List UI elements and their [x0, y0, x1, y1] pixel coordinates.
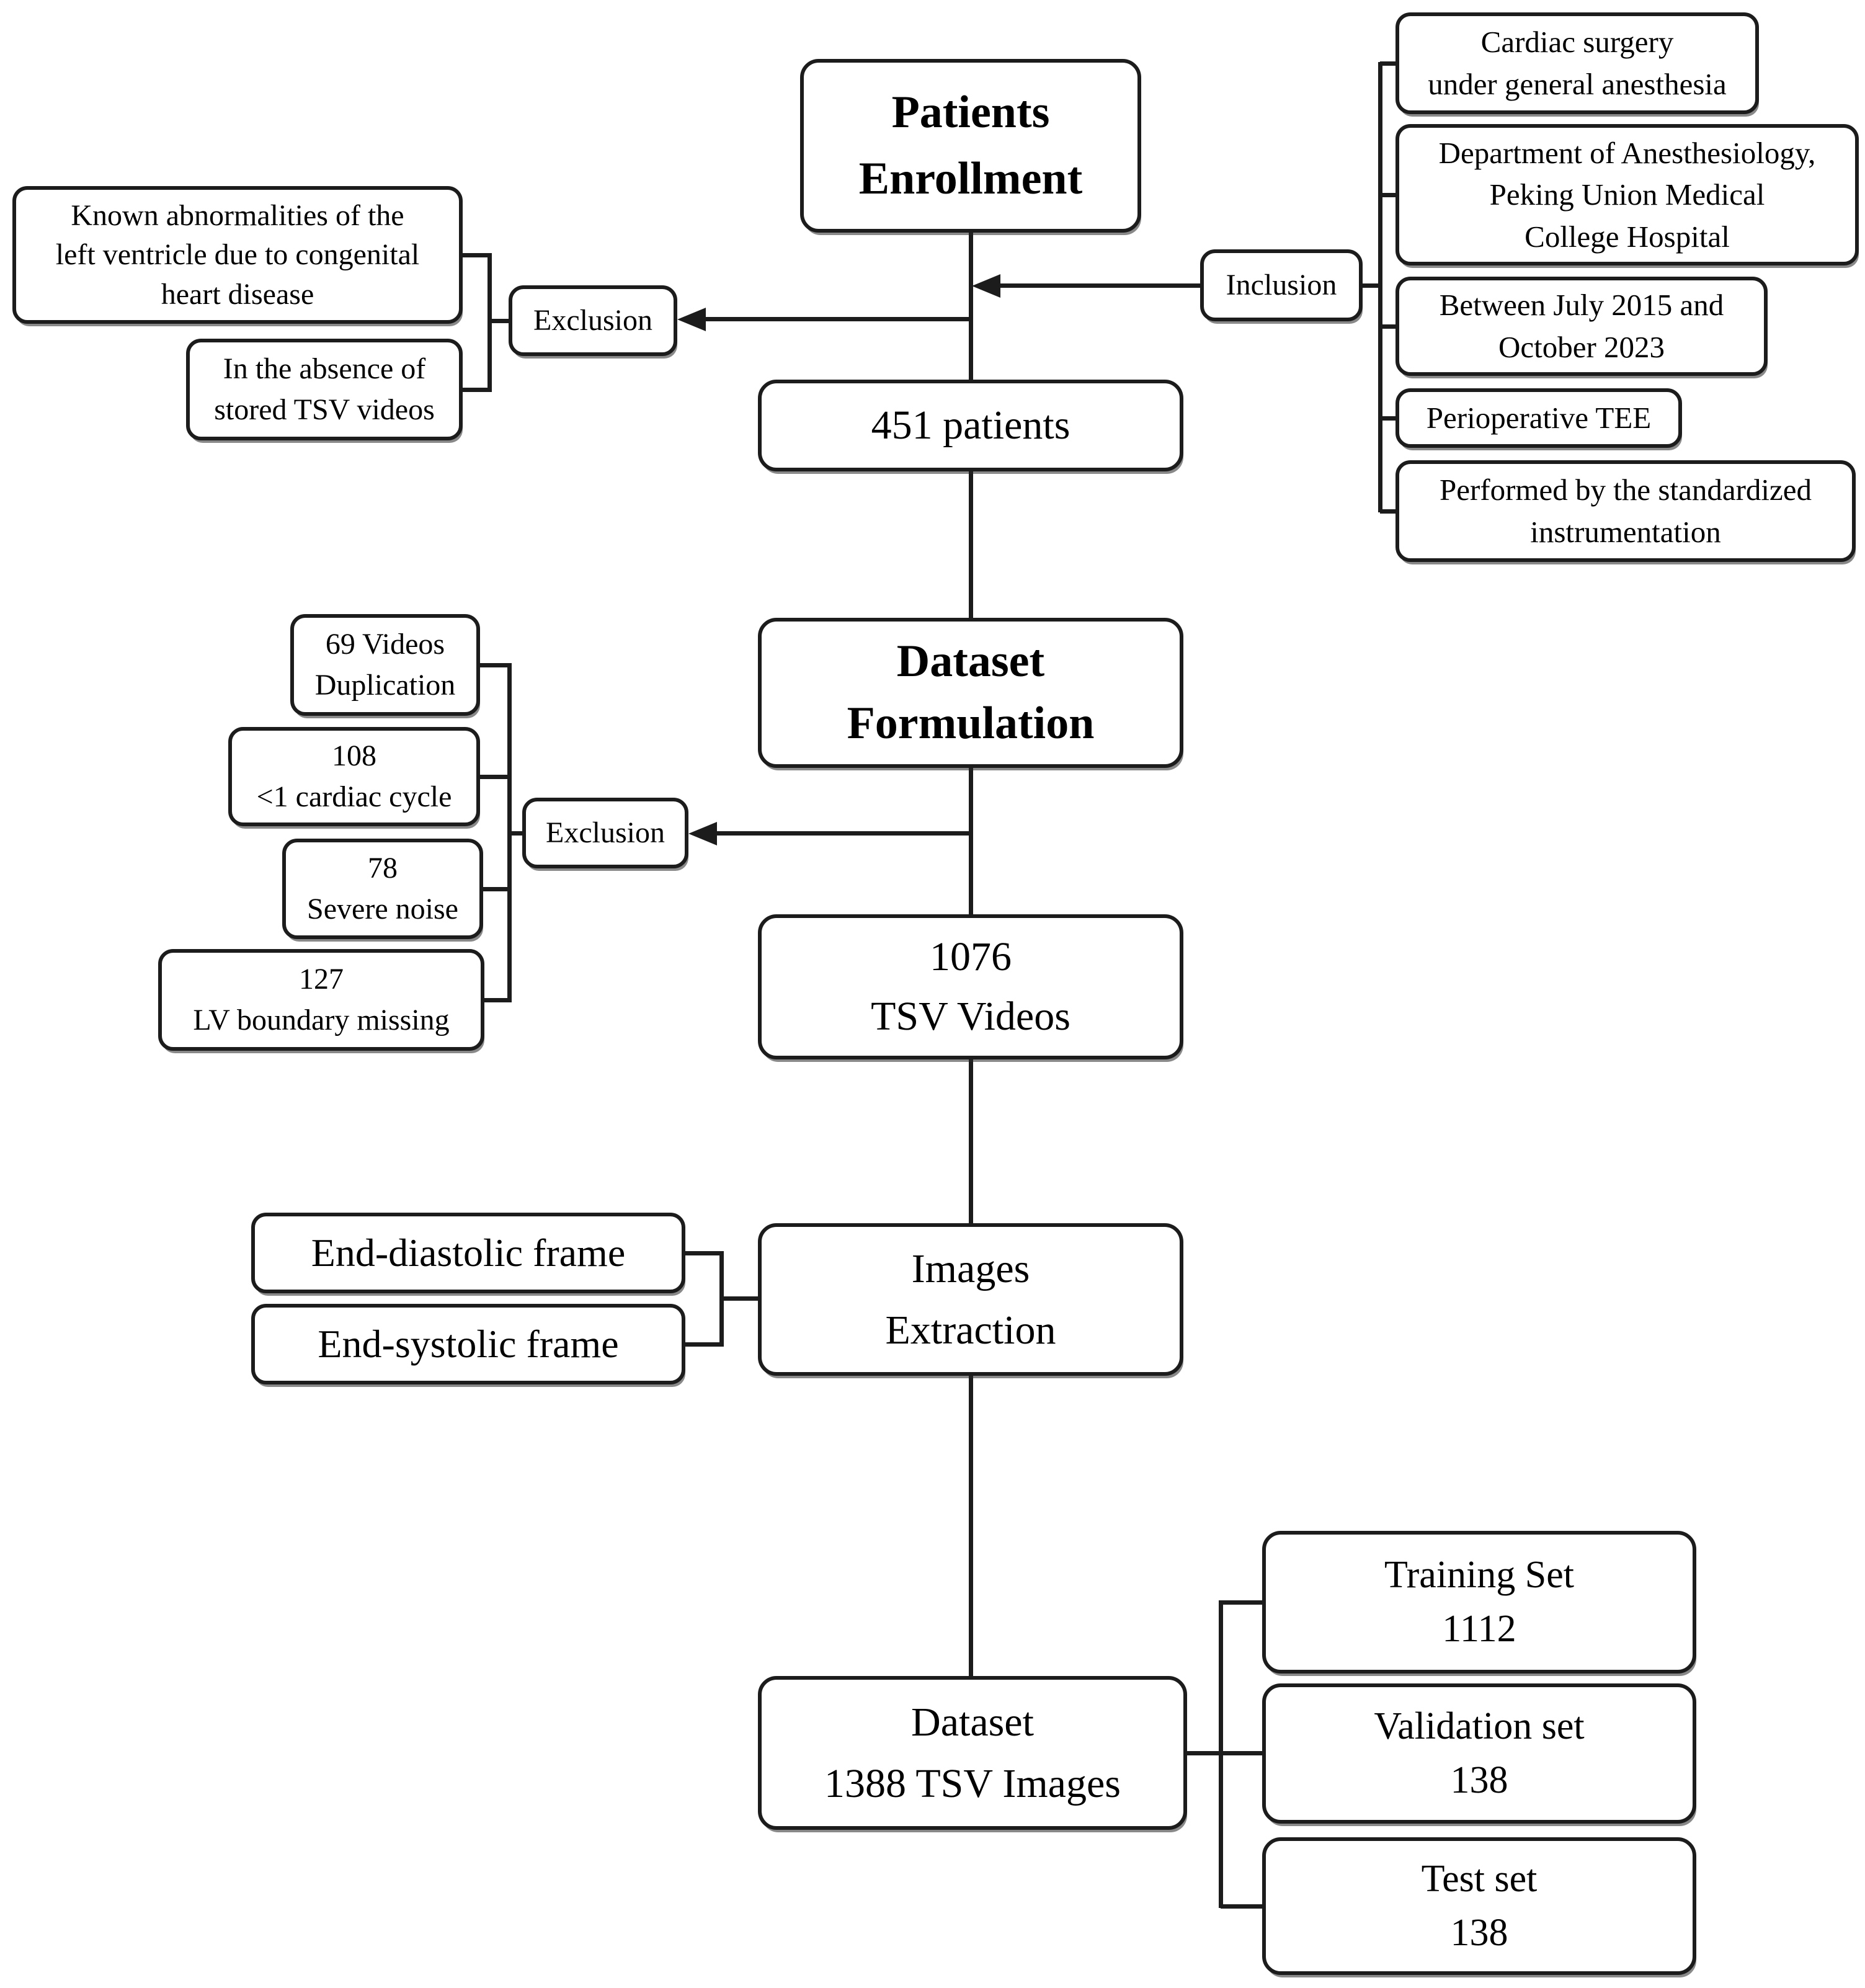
tsv-videos-label: 1076 TSV Videos	[871, 934, 1070, 1039]
splits-stub-3	[1221, 1904, 1263, 1909]
flow-line-segment-5	[969, 1375, 973, 1677]
inclusion-criterion-box-2: Department of Anesthesiology, Peking Uni…	[1395, 124, 1859, 265]
inclusion-stub-2	[1380, 193, 1399, 197]
splits-stub-1	[1221, 1600, 1263, 1605]
patients-enrollment-label: Patients Enrollment	[858, 86, 1083, 204]
dataset-to-splits-stub	[1186, 1751, 1222, 1755]
inclusion-criterion-box-5: Performed by the standardized instrument…	[1395, 460, 1856, 562]
exclusion-videos-stub-2	[479, 775, 511, 779]
flow-line-segment-1	[969, 231, 973, 381]
split-label-test: Test set 138	[1421, 1858, 1538, 1954]
exclusion-videos-criterion-label-2: 108 <1 cardiac cycle	[256, 739, 452, 813]
dataset-images-box: Dataset 1388 TSV Images	[758, 1676, 1187, 1830]
inclusion-criterion-label-2: Department of Anesthesiology, Peking Uni…	[1438, 135, 1816, 254]
inclusion-bracket-line	[1378, 62, 1382, 512]
inclusion-criterion-box-1: Cardiac surgery under general anesthesia	[1395, 12, 1759, 114]
frames-stub-2	[684, 1342, 723, 1347]
inclusion-criterion-label-3: Between July 2015 and October 2023	[1439, 288, 1724, 364]
inclusion-criterion-box-4: Perioperative TEE	[1395, 388, 1682, 448]
inclusion-stub-1	[1380, 61, 1399, 66]
exclusion-videos-criterion-label-1: 69 Videos Duplication	[314, 627, 456, 702]
exclusion-videos-arrowhead-icon	[688, 822, 717, 845]
split-box-test: Test set 138	[1262, 1837, 1696, 1975]
exclusion-patients-stub-2	[461, 388, 491, 392]
exclusion-patients-label: Exclusion	[533, 303, 652, 337]
frames-stub-1	[684, 1251, 723, 1255]
exclusion-videos-stub-3	[482, 887, 511, 891]
exclusion-patients-criterion-box-1: Known abnormalities of the left ventricl…	[12, 186, 463, 324]
exclusion-patients-label-box: Exclusion	[509, 285, 677, 356]
images-extraction-box: Images Extraction	[758, 1223, 1183, 1376]
exclusion-videos-stub-4	[483, 998, 511, 1002]
exclusion-videos-stub-1	[479, 663, 511, 667]
exclusion-videos-criterion-label-4: 127 LV boundary missing	[193, 962, 450, 1036]
split-box-validation: Validation set 138	[1262, 1683, 1696, 1824]
tsv-videos-box: 1076 TSV Videos	[758, 914, 1183, 1059]
exclusion-videos-criterion-box-2: 108 <1 cardiac cycle	[228, 727, 480, 826]
inclusion-arrowhead-icon	[972, 274, 1000, 298]
inclusion-to-bracket-stub	[1361, 283, 1380, 288]
split-label-training: Training Set 1112	[1384, 1554, 1575, 1650]
exclusion-videos-label: Exclusion	[546, 816, 665, 849]
patients-enrollment-box: Patients Enrollment	[800, 59, 1141, 233]
exclusion-videos-criterion-box-3: 78 Severe noise	[282, 839, 483, 939]
images-extraction-label: Images Extraction	[885, 1246, 1056, 1353]
inclusion-criterion-label-1: Cardiac surgery under general anesthesia	[1428, 25, 1727, 101]
inclusion-criterion-label-5: Performed by the standardized instrument…	[1439, 473, 1812, 549]
inclusion-criterion-box-3: Between July 2015 and October 2023	[1395, 277, 1768, 376]
frame-box-2: End-systolic frame	[251, 1304, 685, 1384]
inclusion-stub-5	[1380, 509, 1399, 514]
inclusion-label-box: Inclusion	[1200, 249, 1363, 321]
flow-line-segment-3	[969, 767, 973, 916]
dataset-formulation-label: Dataset Formulation	[847, 636, 1095, 749]
splits-stub-2	[1221, 1751, 1263, 1755]
patients-count-label: 451 patients	[871, 403, 1070, 448]
frame-box-1: End-diastolic frame	[251, 1213, 685, 1293]
exclusion-patients-criterion-box-2: In the absence of stored TSV videos	[186, 339, 463, 440]
exclusion-patients-arrow-line	[702, 317, 970, 321]
frame-label-2: End-systolic frame	[318, 1321, 619, 1366]
exclusion-patients-bracket-stub	[487, 319, 510, 323]
patients-count-box: 451 patients	[758, 380, 1183, 471]
dataset-formulation-box: Dataset Formulation	[758, 618, 1183, 768]
exclusion-videos-criterion-label-3: 78 Severe noise	[307, 851, 458, 925]
inclusion-stub-4	[1380, 416, 1399, 421]
frames-bracket-stub	[719, 1296, 759, 1301]
exclusion-videos-criterion-box-4: 127 LV boundary missing	[158, 949, 484, 1051]
exclusion-videos-label-box: Exclusion	[522, 798, 688, 868]
inclusion-label: Inclusion	[1226, 268, 1337, 301]
exclusion-patients-arrowhead-icon	[677, 308, 706, 331]
inclusion-criterion-label-4: Perioperative TEE	[1426, 401, 1652, 435]
exclusion-patients-stub-1	[461, 253, 491, 257]
exclusion-videos-arrow-line	[713, 831, 970, 836]
inclusion-arrow-line	[997, 283, 1202, 288]
split-box-training: Training Set 1112	[1262, 1531, 1696, 1674]
inclusion-stub-3	[1380, 324, 1399, 329]
exclusion-patients-criterion-label-1: Known abnormalities of the left ventricl…	[55, 198, 420, 311]
exclusion-videos-bracket-stub	[507, 831, 525, 836]
split-label-validation: Validation set 138	[1374, 1705, 1585, 1801]
exclusion-patients-criterion-label-2: In the absence of stored TSV videos	[214, 352, 435, 426]
frame-label-1: End-diastolic frame	[311, 1230, 626, 1275]
flow-line-segment-2	[969, 470, 973, 619]
dataset-images-label: Dataset 1388 TSV Images	[824, 1700, 1121, 1806]
flow-line-segment-4	[969, 1058, 973, 1224]
exclusion-videos-criterion-box-1: 69 Videos Duplication	[290, 614, 480, 716]
